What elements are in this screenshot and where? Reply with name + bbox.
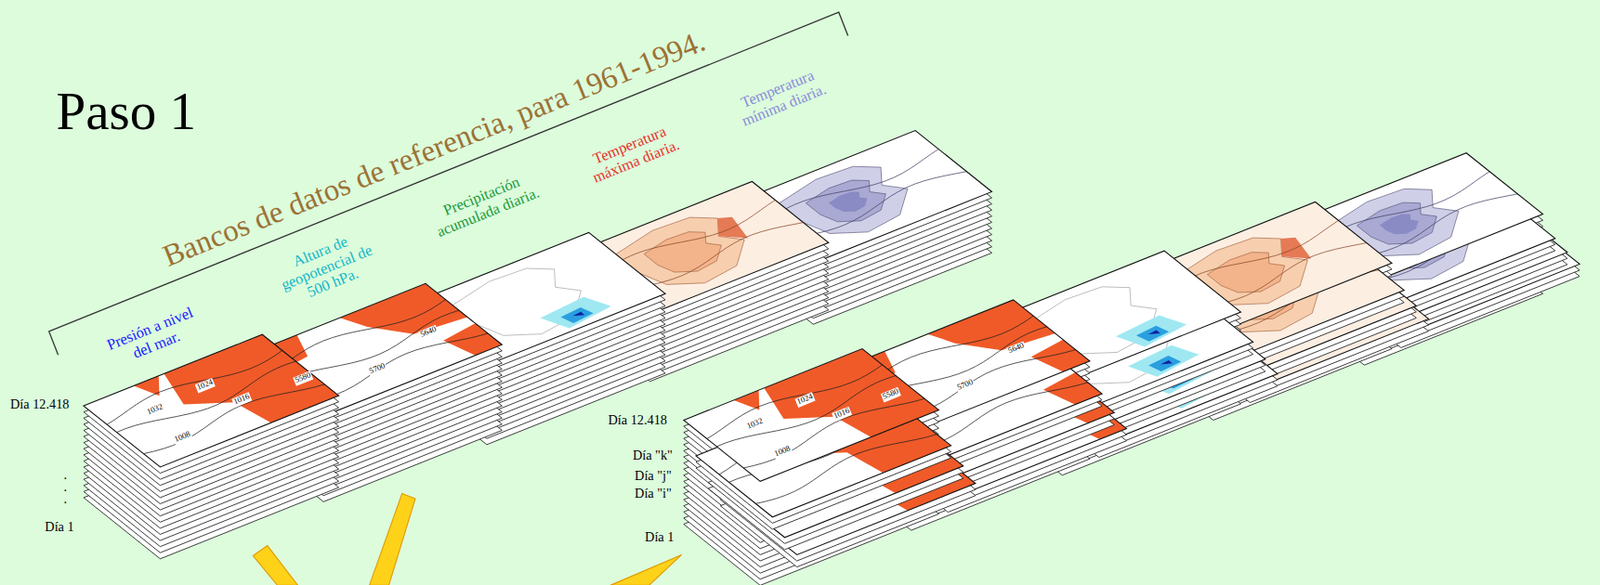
day-label: Día "k" — [632, 448, 673, 464]
map-field — [340, 283, 469, 334]
variable-label: Precipitación acumulada diaria. — [426, 167, 544, 241]
yellow-arrow — [252, 546, 298, 585]
map-field — [1379, 214, 1419, 236]
bracket — [49, 12, 849, 355]
contour-line — [708, 373, 905, 452]
map-ground — [83, 334, 340, 468]
map-field — [1031, 340, 1090, 373]
variable-label: Temperatura máxima diaria. — [578, 118, 686, 188]
map-field — [133, 376, 160, 396]
day-label: Día "j" — [634, 469, 672, 485]
day-label: Día "i" — [634, 486, 672, 502]
contour-line — [859, 324, 1057, 403]
day-label: Día 12.418 — [608, 413, 668, 429]
reference-stacks — [83, 131, 992, 560]
map-field — [734, 390, 761, 410]
map-field — [1043, 372, 1102, 406]
map-border — [83, 334, 340, 468]
map-field — [1115, 315, 1187, 348]
map-border — [683, 349, 940, 483]
map-field — [1148, 330, 1161, 336]
map-field — [1356, 202, 1437, 245]
variable-label: Altura de geopotencial de 500 hPa. — [269, 224, 383, 311]
map-sheet — [83, 334, 340, 468]
map-field — [805, 180, 886, 223]
map-sheet — [683, 349, 940, 483]
map-ground — [683, 349, 940, 483]
contour-line — [132, 380, 334, 456]
variable-label: Temperatura mínima diaria. — [726, 62, 834, 132]
map-field — [927, 300, 1056, 351]
contour-line — [98, 345, 289, 430]
day-label: Día 12.418 — [10, 397, 69, 413]
map-field — [572, 312, 585, 317]
day-label: Día 1 — [44, 520, 74, 536]
contour-line — [698, 359, 890, 444]
map-field — [540, 297, 612, 329]
map-field — [560, 307, 593, 324]
day-label: Día 1 — [644, 530, 674, 546]
yellow-arrow — [610, 554, 682, 585]
map-field — [1148, 355, 1181, 372]
selected-days-stacks — [683, 153, 1580, 585]
map-field — [1136, 326, 1169, 342]
ellipsis-dot: . — [64, 492, 68, 508]
map-field — [164, 334, 340, 423]
contour-line — [733, 395, 934, 471]
bracket-line — [49, 12, 849, 355]
title: Paso 1 — [55, 81, 197, 143]
map-field — [1160, 360, 1173, 366]
map-field — [828, 191, 868, 212]
map-field — [643, 232, 722, 273]
map-field — [1206, 252, 1285, 293]
yellow-arrow — [369, 494, 416, 585]
contour-line — [271, 307, 469, 386]
map-field — [443, 323, 502, 356]
map-field — [763, 349, 939, 438]
contour-line — [108, 358, 306, 437]
